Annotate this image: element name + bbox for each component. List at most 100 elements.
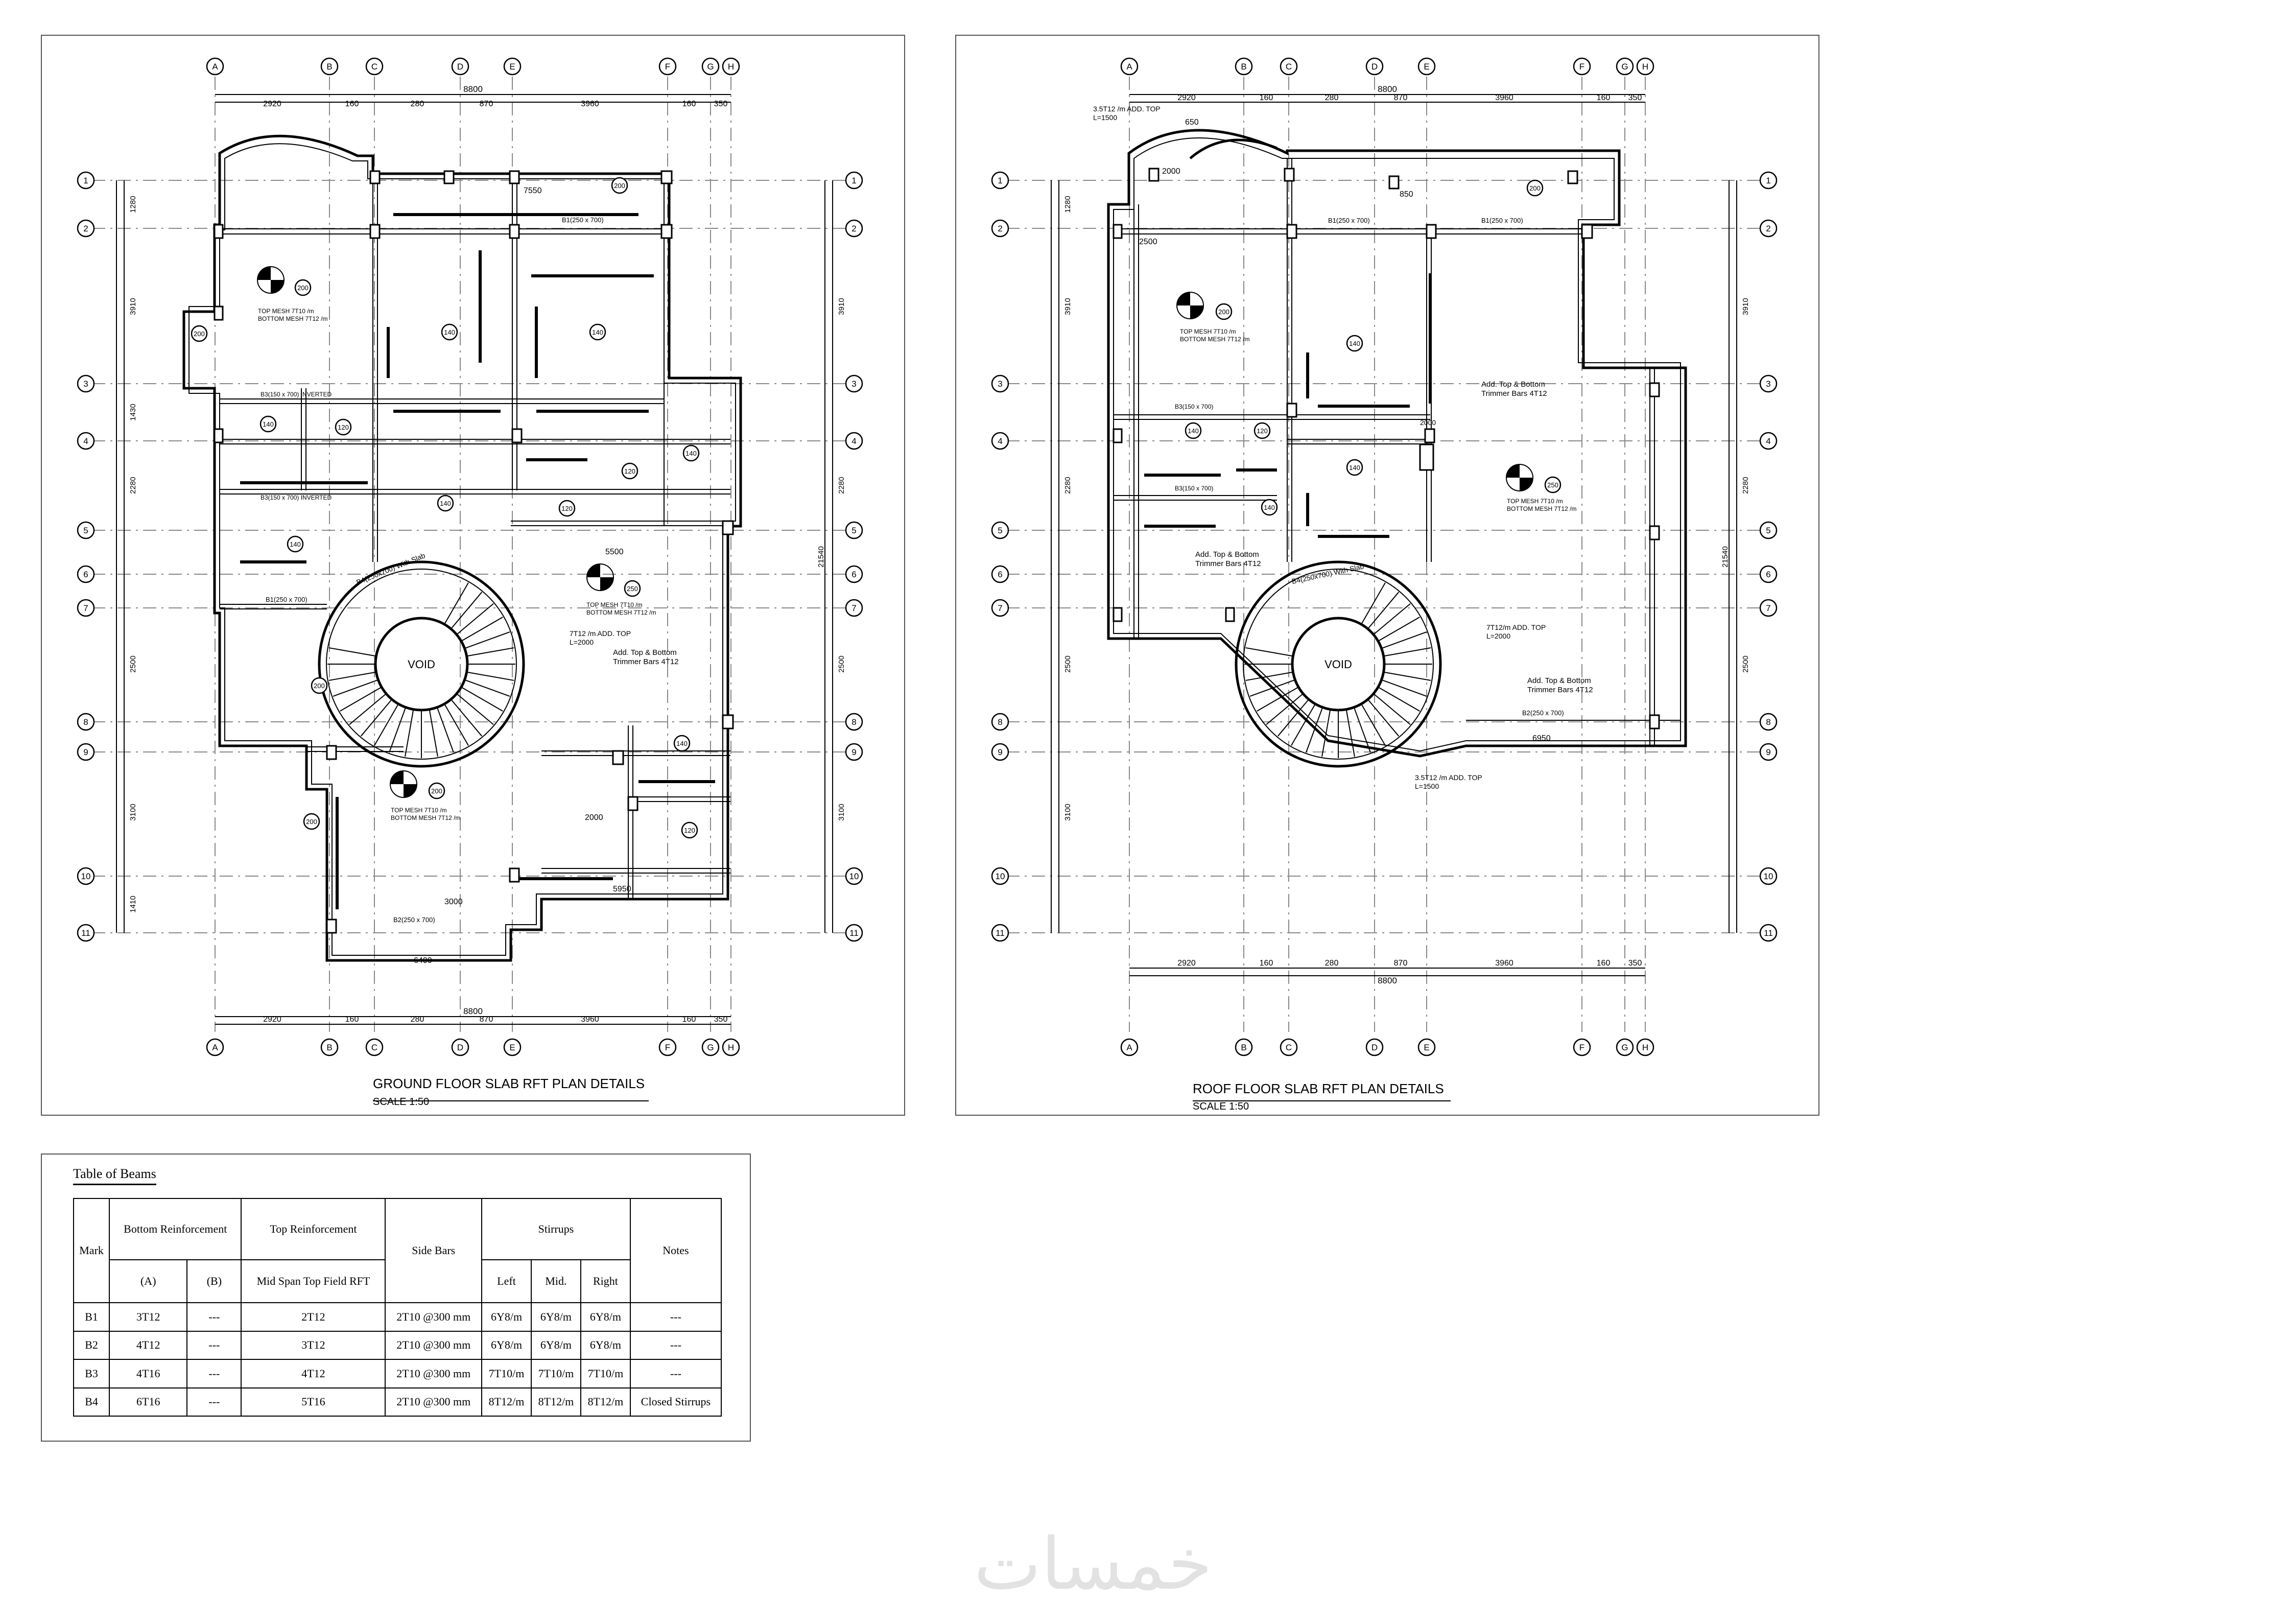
mesh-symbols <box>257 266 614 798</box>
svg-text:11: 11 <box>81 928 90 938</box>
header-bottom: Bottom Reinforcement <box>109 1198 242 1260</box>
svg-text:2: 2 <box>83 224 88 233</box>
grid-bubble-row: 11 <box>1759 924 1778 942</box>
stair-tread <box>465 679 510 697</box>
svg-text:D: D <box>457 1043 463 1052</box>
svg-text:4: 4 <box>1766 436 1770 446</box>
stair-tread <box>457 694 494 725</box>
svg-text:D: D <box>457 62 463 72</box>
svg-text:1: 1 <box>998 176 1002 185</box>
grid-bubble-col: E <box>1417 1038 1436 1056</box>
svg-text:11: 11 <box>849 928 859 938</box>
svg-text:3960: 3960 <box>1495 959 1513 968</box>
grid-bubble-col: D <box>1365 57 1384 76</box>
rebar-lines <box>240 213 715 909</box>
grid-bubble-col: H <box>722 1038 740 1056</box>
svg-text:21540: 21540 <box>817 546 825 568</box>
mesh-bottom-label: BOTTOM MESH 7T12 /m <box>258 315 327 322</box>
svg-text:1280: 1280 <box>1063 196 1072 213</box>
svg-text:H: H <box>1642 62 1648 72</box>
stair-tread <box>1384 671 1431 681</box>
svg-text:140: 140 <box>440 500 451 507</box>
svg-text:5: 5 <box>851 526 856 535</box>
header-midspan: Mid Span Top Field RFT <box>241 1259 386 1303</box>
svg-text:160: 160 <box>1597 93 1611 102</box>
svg-text:11: 11 <box>996 928 1005 938</box>
svg-text:G: G <box>707 62 714 72</box>
svg-text:1: 1 <box>1766 176 1770 185</box>
svg-text:4: 4 <box>851 436 856 446</box>
stair-tread <box>1382 679 1427 697</box>
grid-bubble-col: D <box>451 1038 469 1056</box>
grid-bubble-row: 2 <box>1759 219 1778 238</box>
svg-text:B1(250 x 700): B1(250 x 700) <box>266 596 307 603</box>
mesh-top-label-3: TOP MESH 7T10 /m <box>391 807 447 814</box>
grid-bubble-col: D <box>451 57 469 76</box>
grid-bubble-row: 5 <box>845 521 863 539</box>
stair-tread <box>1379 617 1420 641</box>
svg-text:7: 7 <box>1766 603 1770 613</box>
dim-1: 2920 <box>263 100 281 108</box>
header-mark: Mark <box>73 1198 110 1303</box>
add-top-length: L=2000 <box>570 638 594 646</box>
void-label: VOID <box>408 658 435 671</box>
ground-plan-title: GROUND FLOOR SLAB RFT PLAN DETAILS <box>373 1076 645 1091</box>
svg-text:160: 160 <box>1260 959 1273 968</box>
stair-tread <box>328 647 375 657</box>
svg-text:120: 120 <box>684 827 695 834</box>
svg-text:4: 4 <box>83 436 88 446</box>
watermark-logo: خمسات <box>974 1523 1213 1606</box>
svg-text:1280: 1280 <box>129 196 137 213</box>
mesh-bottom-label-3: BOTTOM MESH 7T12 /m <box>391 814 460 821</box>
grid-bubble-row: 1 <box>1759 171 1778 190</box>
svg-text:10: 10 <box>849 872 859 881</box>
svg-text:3960: 3960 <box>1495 93 1513 102</box>
grid-bubble-col: E <box>503 57 522 76</box>
svg-text:2280: 2280 <box>1741 477 1750 493</box>
svg-text:6: 6 <box>1766 570 1770 579</box>
svg-text:B3(150 x 700) INVERTED: B3(150 x 700) INVERTED <box>261 494 332 501</box>
grid-bubble-row: 9 <box>991 743 1009 761</box>
svg-text:D: D <box>1371 62 1378 72</box>
svg-text:B3(150 x 700): B3(150 x 700) <box>1175 403 1213 410</box>
svg-text:G: G <box>707 1043 714 1052</box>
svg-text:3910: 3910 <box>1741 298 1750 315</box>
grid-bubble-col: B <box>320 1038 339 1056</box>
grid-bubble-row: 9 <box>845 743 863 761</box>
svg-text:2280: 2280 <box>129 477 137 493</box>
dim-b-6: 160 <box>682 1015 696 1024</box>
grid-bubble-row: 11 <box>77 924 95 942</box>
svg-text:140: 140 <box>1188 427 1199 435</box>
svg-text:3: 3 <box>83 379 88 389</box>
svg-text:140: 140 <box>263 420 274 428</box>
svg-text:2: 2 <box>998 224 1002 233</box>
stair-tread <box>1249 679 1294 697</box>
svg-text:6: 6 <box>851 570 856 579</box>
svg-text:3100: 3100 <box>129 804 137 820</box>
total-dim-bottom: 8800 <box>463 1006 483 1016</box>
grid-bubble-row: 3 <box>77 374 95 393</box>
svg-text:VOID: VOID <box>1324 658 1352 671</box>
stair-tread <box>467 647 514 657</box>
svg-text:B: B <box>1241 62 1246 72</box>
svg-text:A: A <box>212 62 218 72</box>
svg-text:E: E <box>509 1043 515 1052</box>
svg-text:BOTTOM MESH 7T12 /m: BOTTOM MESH 7T12 /m <box>1507 505 1576 512</box>
grid-bubble-row: 5 <box>1759 521 1778 539</box>
stair-tread <box>467 671 514 681</box>
header-top: Top Reinforcement <box>241 1198 386 1260</box>
header-a: (A) <box>109 1259 188 1303</box>
svg-text:200: 200 <box>614 182 625 190</box>
grid-bubble-row: 6 <box>845 565 863 583</box>
svg-text:200: 200 <box>431 787 442 795</box>
svg-text:8: 8 <box>1766 717 1770 727</box>
stair-tread <box>1374 694 1411 725</box>
svg-text:140: 140 <box>444 328 455 336</box>
svg-text:H: H <box>728 1043 734 1052</box>
svg-text:2500: 2500 <box>129 655 137 672</box>
grid-bubble-col: B <box>1235 57 1253 76</box>
svg-text:7550: 7550 <box>524 186 542 195</box>
svg-text:F: F <box>1579 62 1584 72</box>
svg-text:Trimmer Bars 4T12: Trimmer Bars 4T12 <box>1195 559 1261 568</box>
